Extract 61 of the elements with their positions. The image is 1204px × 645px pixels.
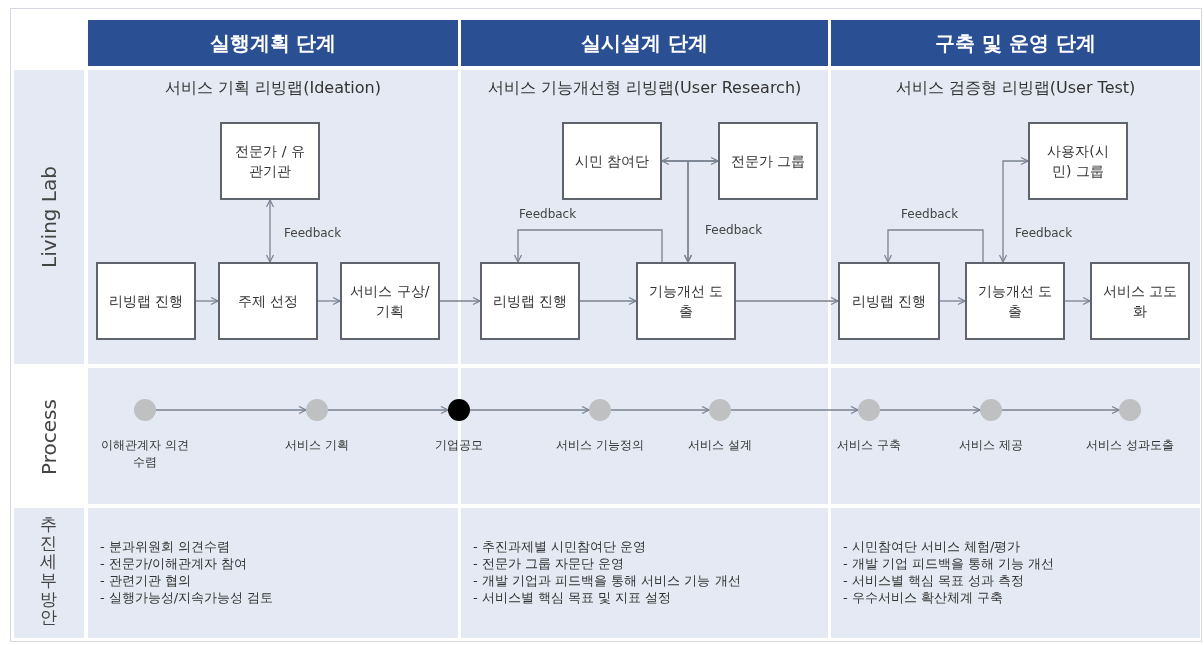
arrow [155, 405, 307, 415]
arrow [735, 296, 839, 306]
bullet-item: - 개발 기업 피드백을 통해 기능 개선 [843, 555, 1055, 572]
bullet-item: - 관련기관 협의 [100, 572, 191, 589]
arrow [439, 296, 481, 306]
bullet-item: - 실행가능성/지속가능성 검토 [100, 589, 274, 606]
process-box: 리빙랩 진행 [96, 262, 196, 340]
step-label: 서비스 제공 [958, 437, 1024, 454]
bullet-item: - 전문가/이해관계자 참여 [100, 555, 248, 572]
process-box: 주제 선정 [218, 262, 318, 340]
arrow [939, 296, 966, 306]
process-box: 사용자(시민) 그룹 [1028, 122, 1128, 200]
bullet-item: - 추진과제별 시민참여단 운영 [473, 538, 647, 555]
process-box: 리빙랩 진행 [480, 262, 580, 340]
phase-header: 실시설계 단계 [461, 20, 828, 66]
arrow [579, 296, 637, 306]
process-box: 전문가 / 유관기관 [220, 122, 320, 200]
arrow [998, 156, 1029, 263]
process-box: 서비스 구상/기획 [340, 262, 440, 340]
bullet-item: - 서비스별 핵심 목표 성과 측정 [843, 572, 1025, 589]
arrow [327, 405, 449, 415]
phase-header: 구축 및 운영 단계 [831, 20, 1200, 66]
bullet-item: - 시민참여단 서비스 체험/평가 [843, 538, 1021, 555]
bullet-item: - 서비스별 핵심 목표 및 지표 설정 [473, 589, 672, 606]
arrow [661, 156, 719, 166]
row-title: 추진세부방안 [40, 515, 57, 628]
process-box: 전문가 그룹 [718, 122, 818, 200]
step-label: 서비스 구축 [836, 437, 902, 454]
section-subtitle: 서비스 검증형 리빙랩(User Test) [894, 78, 1137, 98]
arrow [879, 405, 981, 415]
bullet-item: - 우수서비스 확산체계 구축 [843, 589, 1004, 606]
process-box: 기능개선 도출 [965, 262, 1065, 340]
section-subtitle: 서비스 기획 리빙랩(Ideation) [164, 78, 382, 98]
step-label: 서비스 성과도출 [1085, 437, 1175, 454]
arrow [610, 405, 710, 415]
phase-header: 실행계획 단계 [88, 20, 458, 66]
step-label: 서비스 기획 [284, 437, 350, 454]
arrow [513, 229, 663, 263]
process-box: 시민 참여단 [562, 122, 662, 200]
arrow [1001, 405, 1120, 415]
bullet-item: - 전문가 그룹 자문단 운영 [473, 555, 625, 572]
arrow [1064, 296, 1091, 306]
process-box: 리빙랩 진행 [838, 262, 940, 340]
process-box: 기능개선 도출 [636, 262, 736, 340]
process-box: 서비스 고도화 [1090, 262, 1190, 340]
row-title: Living Lab [36, 166, 62, 268]
arrow [469, 405, 590, 415]
arrow [265, 199, 275, 263]
arrow [883, 229, 984, 263]
bullet-item: - 분과위원회 의견수렴 [100, 538, 230, 555]
row-title: Process [36, 399, 62, 475]
step-label: 서비스 기능정의 [555, 437, 645, 454]
step-label: 기업공모 [434, 437, 484, 454]
arrow [195, 296, 219, 306]
step-label: 서비스 설계 [687, 437, 753, 454]
bullet-item: - 개발 기업과 피드백을 통해 서비스 기능 개선 [473, 572, 741, 589]
arrow [730, 405, 859, 415]
section-subtitle: 서비스 기능개선형 리빙랩(User Research) [486, 78, 803, 98]
arrow [317, 296, 341, 306]
arrow [683, 160, 719, 263]
step-label: 이해관계자 의견수렴 [100, 437, 190, 471]
